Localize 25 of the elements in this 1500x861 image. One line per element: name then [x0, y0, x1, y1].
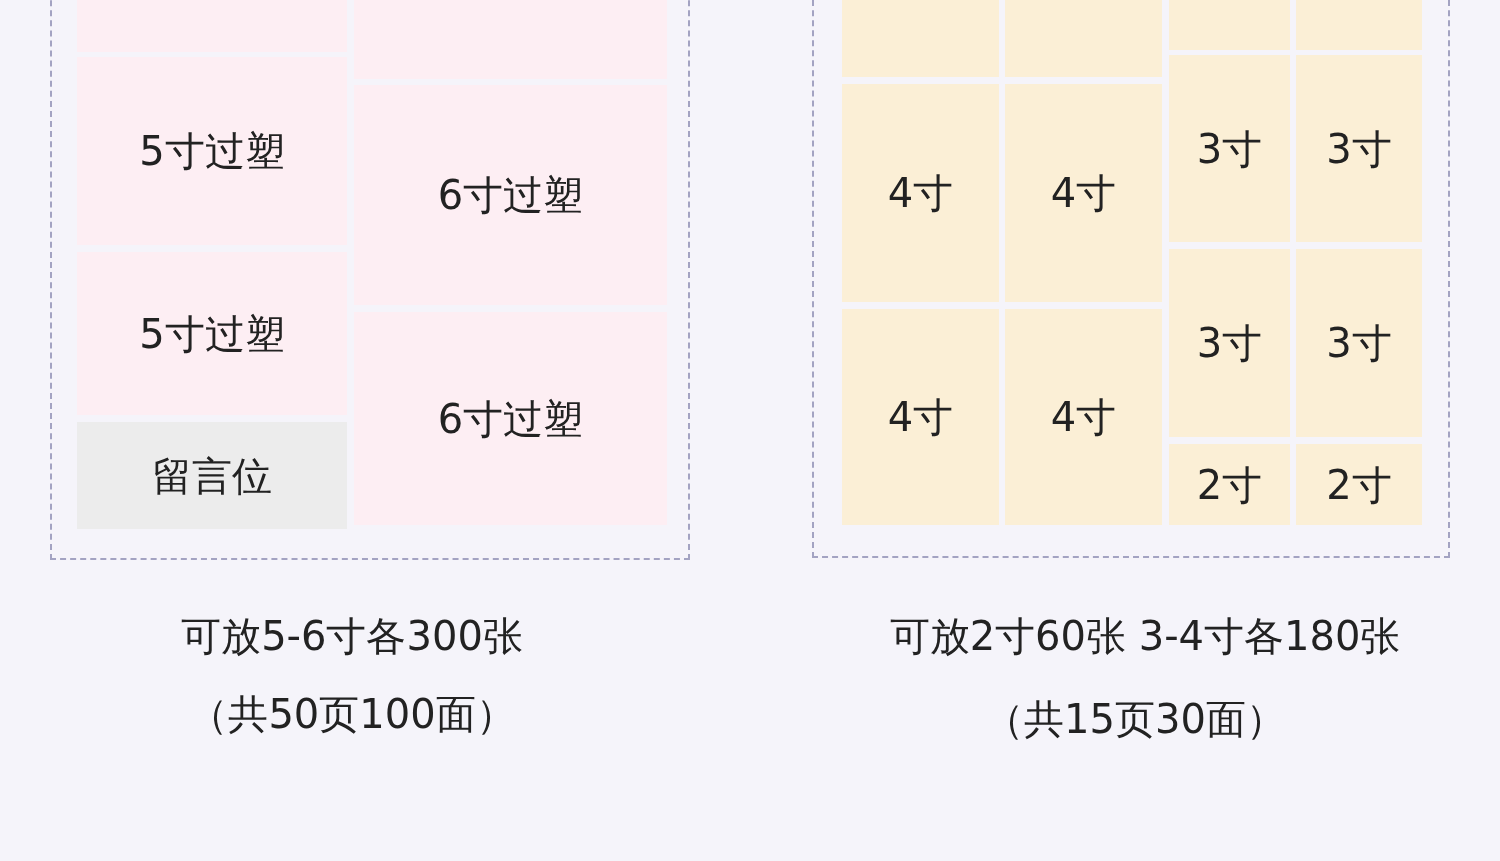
caption-text: （共15页30面）: [983, 695, 1287, 744]
dashed-frame: [812, 0, 1450, 558]
photo-slot: 3寸: [1296, 249, 1422, 437]
caption-text: 可放5-6寸各300张: [180, 612, 524, 661]
caption-text: （共50页100面）: [187, 690, 517, 739]
empty-cell: [1296, 0, 1422, 50]
photo-slot: 6寸过塑: [354, 85, 667, 305]
dashed-frame: [50, 0, 690, 560]
photo-slot: 3寸: [1169, 249, 1290, 437]
photo-slot: 4寸: [842, 309, 999, 525]
photo-slot: 2寸: [1296, 444, 1422, 525]
photo-slot: 5寸过塑: [77, 252, 347, 415]
photo-slot: 6寸过塑: [354, 312, 667, 525]
empty-cell: [842, 0, 999, 77]
photo-slot: 2寸: [1169, 444, 1290, 525]
photo-slot: 5寸过塑: [77, 57, 347, 245]
photo-slot: 3寸: [1296, 55, 1422, 242]
empty-cell: [1169, 0, 1290, 50]
caption-text: 可放2寸60张 3-4寸各180张: [888, 612, 1402, 661]
photo-slot: 3寸: [1169, 55, 1290, 242]
photo-slot: 4寸: [1005, 84, 1162, 302]
photo-slot: 留言位: [77, 422, 347, 529]
empty-cell: [1005, 0, 1162, 77]
photo-slot: 4寸: [842, 84, 999, 302]
photo-slot: 4寸: [1005, 309, 1162, 525]
